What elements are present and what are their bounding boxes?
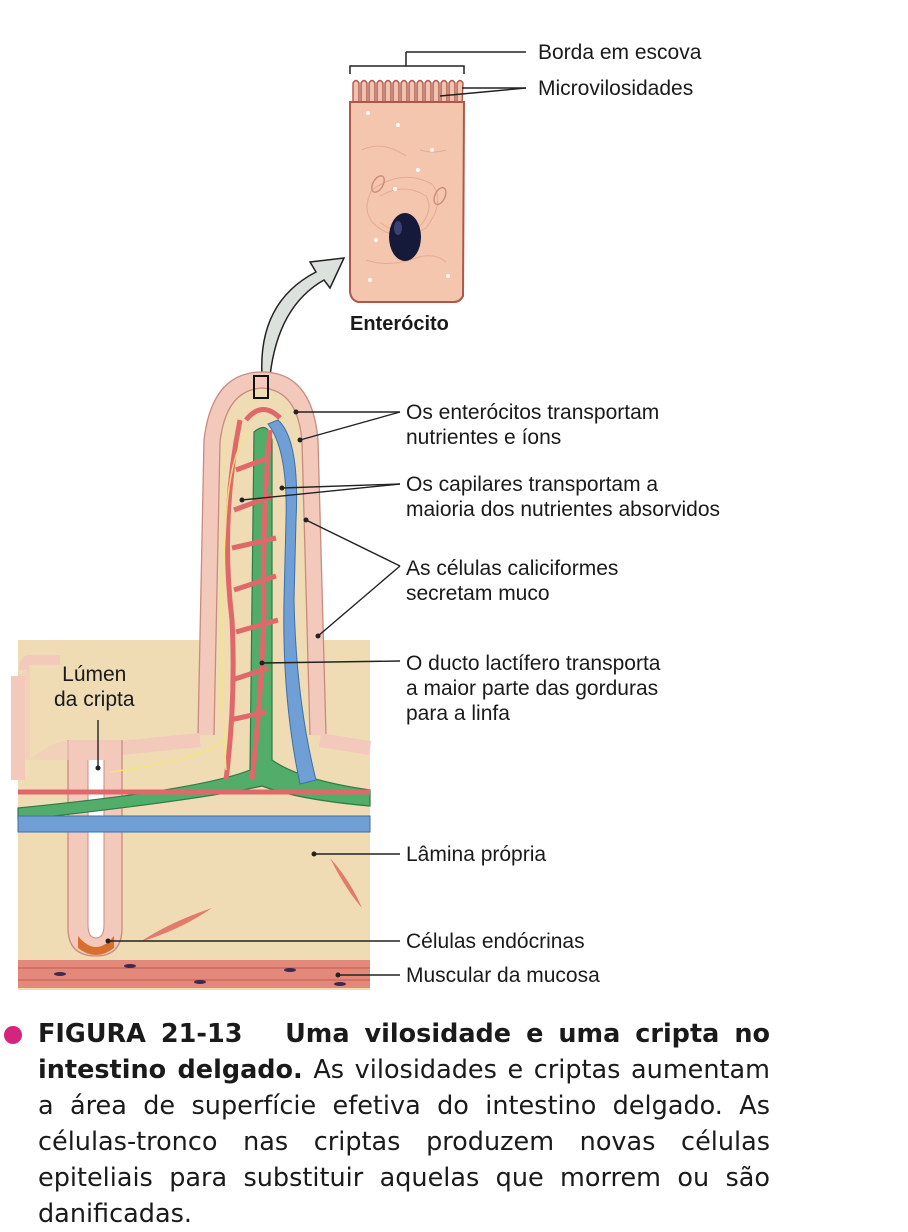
brush-border-label: Borda em escova <box>538 41 702 64</box>
figure-title: Uma vilosidade e uma cripta no intestino… <box>38 1019 770 1085</box>
lacteal-label: O ducto lactífero transporta a maior par… <box>406 652 661 725</box>
microvilli <box>352 79 464 105</box>
enterocytes-transport-label: Os enterócitos transportam nutrientes e … <box>406 401 660 449</box>
zoom-arrow <box>261 257 346 377</box>
muscularis-mucosae-label: Muscular da mucosa <box>406 964 600 987</box>
figure-number: FIGURA 21-13 <box>38 1019 243 1049</box>
villus-crypt-diagram <box>11 51 527 990</box>
enterocyte-cell <box>349 51 526 303</box>
lamina-propria-label: Lâmina própria <box>406 843 547 866</box>
crypt-lumen-label: Lúmen da cripta <box>54 663 135 711</box>
figure-body: As vilosidades e criptas aumentam a área… <box>38 1055 771 1229</box>
microvilli-label: Microvilosidades <box>538 77 694 100</box>
lacteal <box>17 426 371 821</box>
goblet-cells-label: As células caliciformes secretam muco <box>406 557 619 605</box>
capillaries <box>18 407 370 795</box>
endocrine-cells-label: Células endócrinas <box>406 930 585 953</box>
capillaries-label: Os capilares transportam a maioria dos n… <box>406 473 720 521</box>
nucleus <box>389 213 421 261</box>
vein <box>17 419 371 833</box>
enterocyte-label: Enterócito <box>350 313 449 335</box>
muscularis-band <box>18 960 370 988</box>
figure-caption: FIGURA 21-13 Uma vilosidade e uma cripta… <box>4 1016 771 1232</box>
caption-bullet-icon <box>4 1026 22 1044</box>
